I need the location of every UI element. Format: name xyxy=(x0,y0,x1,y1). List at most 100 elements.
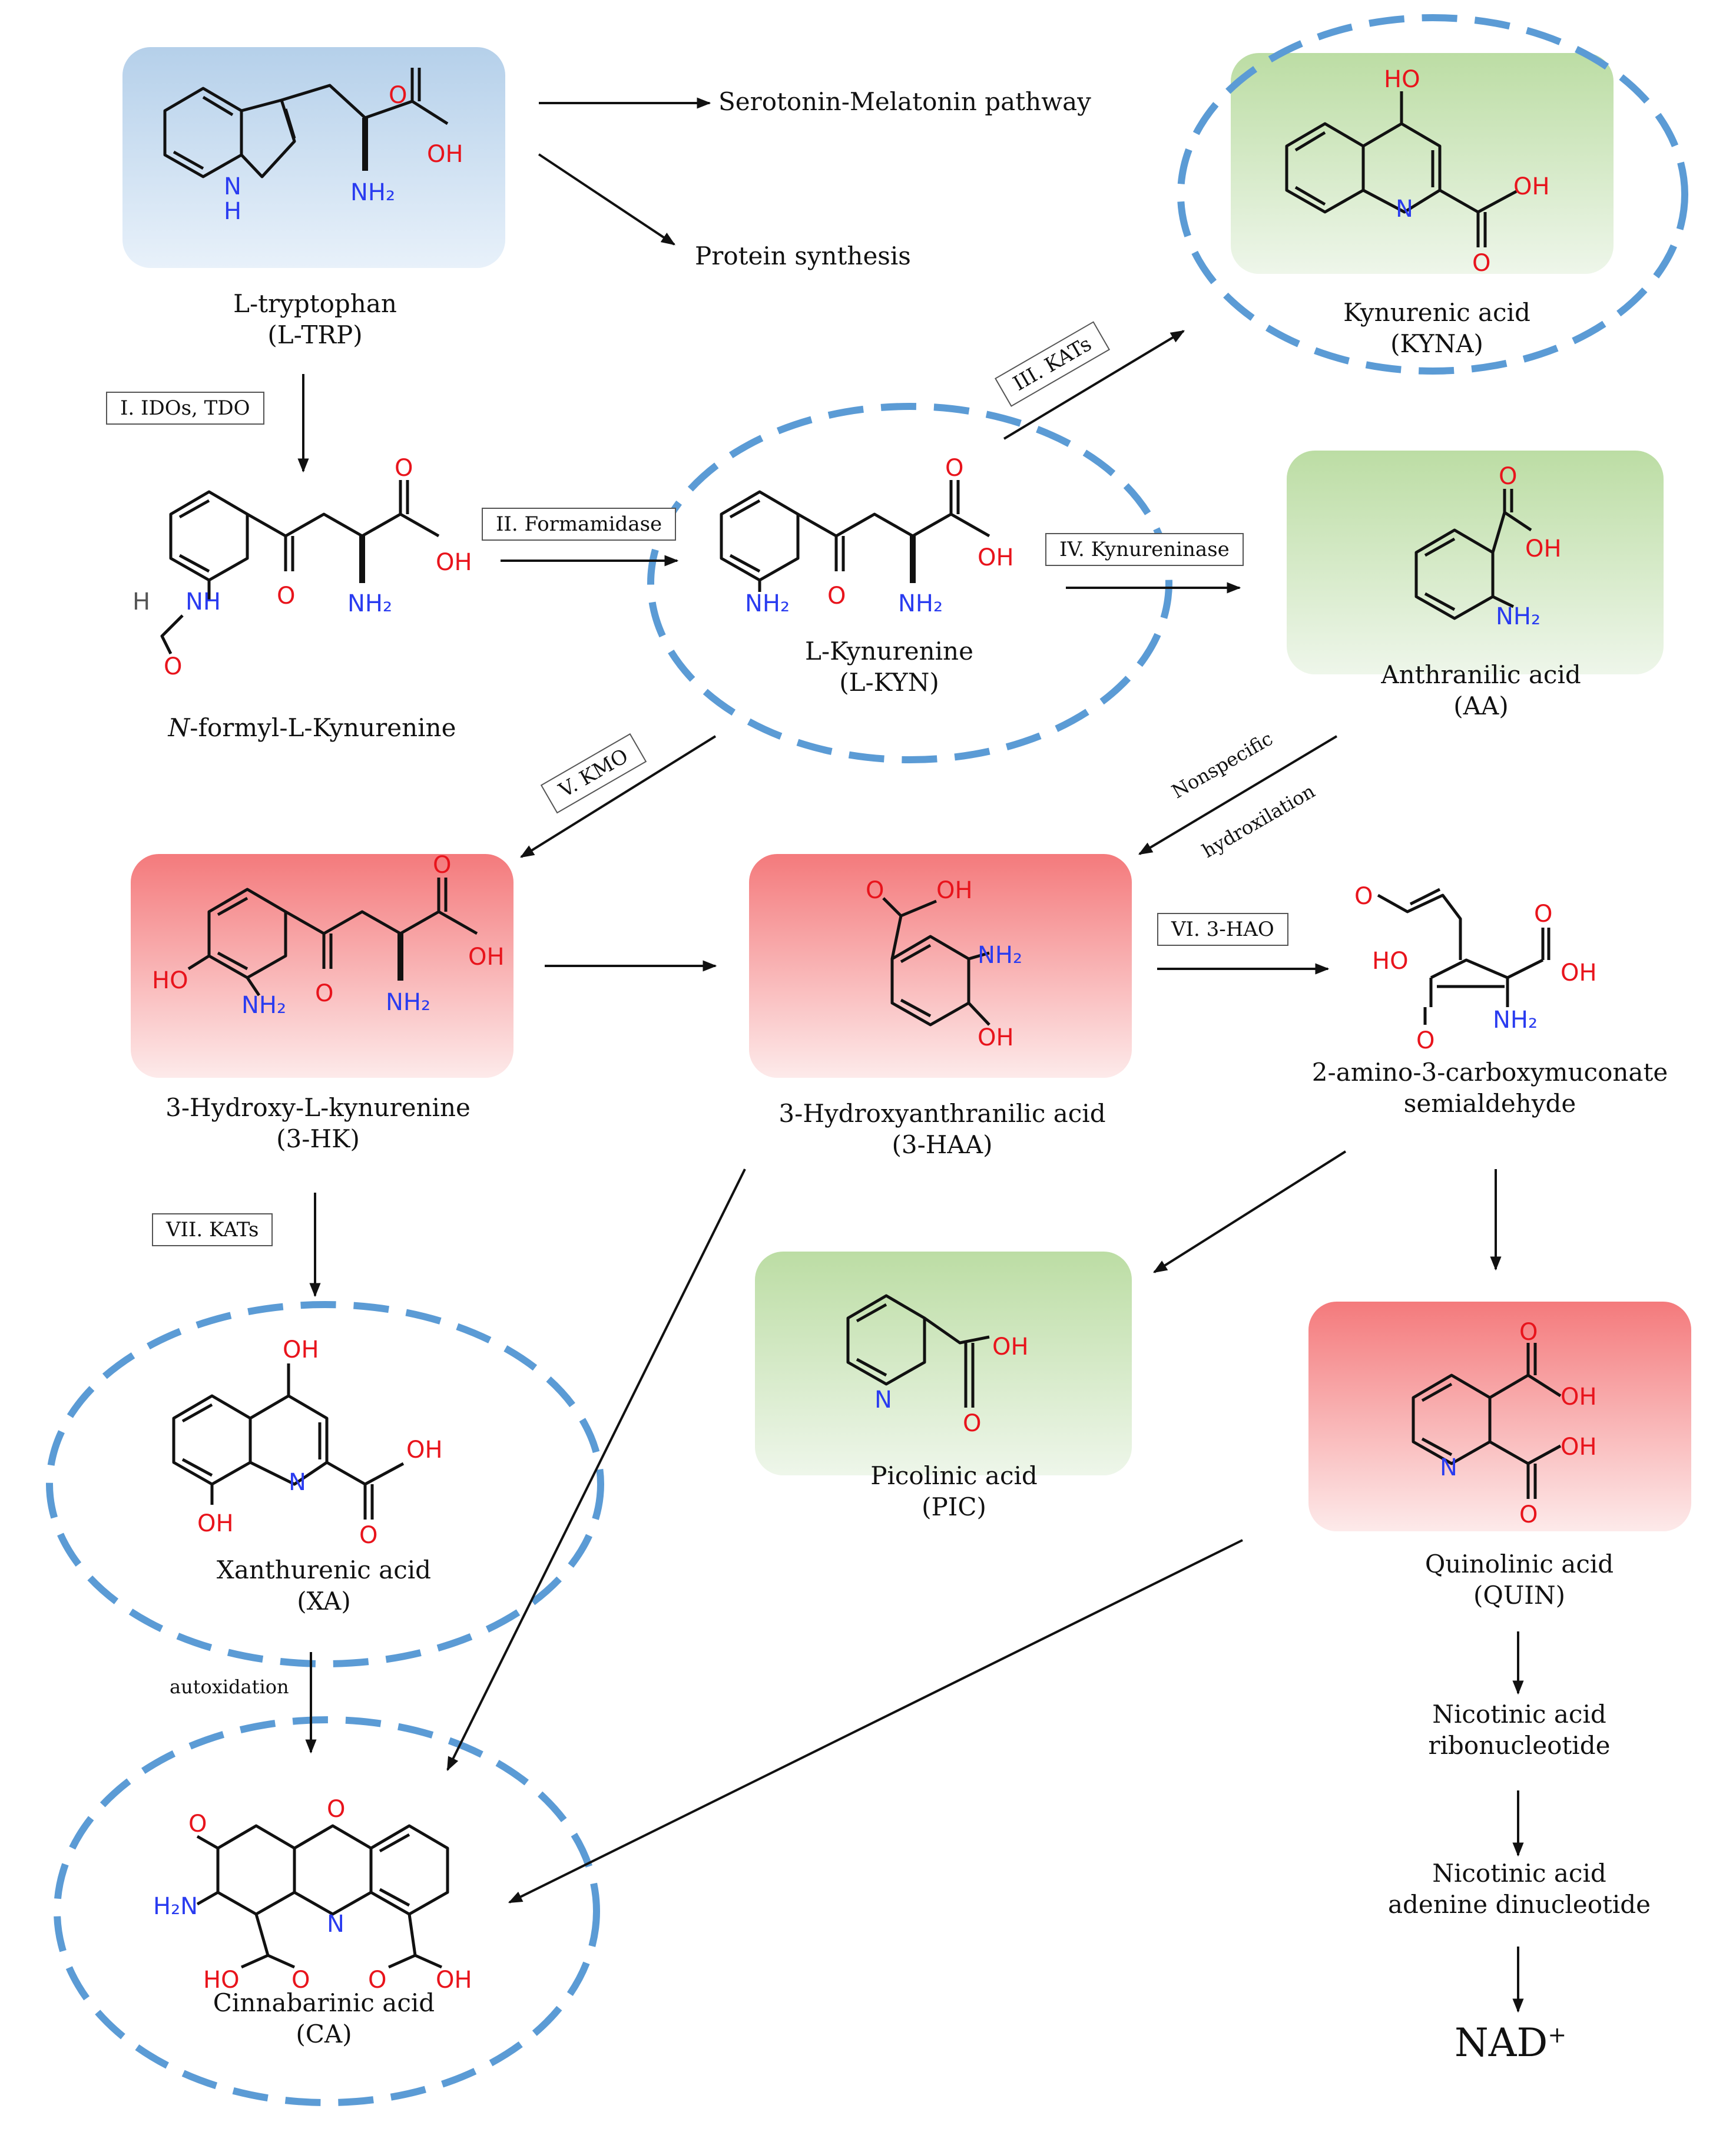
svg-text:OH: OH xyxy=(1561,1383,1597,1411)
nfk-label: N-formyl-L-Kynurenine xyxy=(168,713,456,742)
haa-label: 3-Hydroxyanthranilic acid(3-HAA) xyxy=(778,1099,1106,1159)
svg-text:NH₂: NH₂ xyxy=(347,590,392,617)
hk-label: 3-Hydroxy-L-kynurenine(3-HK) xyxy=(165,1093,471,1153)
ca-label: Cinnabarinic acid(CA) xyxy=(213,1988,435,2048)
svg-text:O: O xyxy=(1499,463,1517,490)
kyn-dashed-circle xyxy=(647,403,1172,763)
svg-text:NH₂: NH₂ xyxy=(745,590,790,617)
arrow-to-protein xyxy=(538,153,675,246)
kyna-box xyxy=(1231,53,1614,274)
quin-label: Quinolinic acid(QUIN) xyxy=(1424,1550,1614,1610)
svg-text:O: O xyxy=(827,582,846,610)
pic-box xyxy=(755,1252,1132,1475)
svg-text:N: N xyxy=(1440,1454,1457,1481)
kyna-structure xyxy=(1285,91,1518,247)
svg-text:OH: OH xyxy=(992,1333,1029,1361)
enzyme-box-1: I. IDOs, TDO xyxy=(106,392,264,425)
svg-text:OH: OH xyxy=(1561,959,1597,987)
quin-box xyxy=(1308,1302,1691,1531)
svg-text:OH: OH xyxy=(1561,1434,1597,1461)
svg-text:O: O xyxy=(164,653,182,680)
svg-text:HO: HO xyxy=(152,967,188,994)
svg-text:O: O xyxy=(291,1967,310,1994)
svg-text:OH: OH xyxy=(978,544,1014,571)
svg-text:O: O xyxy=(1472,250,1490,277)
arrow-kyn-kyna xyxy=(1003,330,1185,440)
svg-text:O: O xyxy=(277,582,295,610)
hk-box xyxy=(131,854,513,1078)
arrow-aa-haa xyxy=(1138,735,1338,855)
svg-text:OH: OH xyxy=(1525,535,1562,562)
pic-structure xyxy=(846,1294,990,1408)
trp-structure xyxy=(163,68,449,178)
kyna-label: Kynurenic acid(KYNA) xyxy=(1343,298,1530,358)
svg-text:O: O xyxy=(963,1410,981,1437)
svg-text:OH: OH xyxy=(468,944,505,971)
svg-text:OH: OH xyxy=(283,1336,319,1363)
trp-label: L-tryptophan(L-TRP) xyxy=(233,289,397,349)
enzyme-box-2: II. Formamidase xyxy=(482,508,677,541)
arrow-haa-ca xyxy=(446,1169,746,1772)
svg-text:NH₂: NH₂ xyxy=(1493,1007,1538,1034)
quin-structure xyxy=(1412,1343,1562,1499)
autoxidation-label: autoxidation xyxy=(170,1676,289,1698)
svg-text:O: O xyxy=(1416,1027,1434,1054)
svg-text:H: H xyxy=(132,588,150,615)
svg-text:H: H xyxy=(224,198,241,225)
svg-text:OH: OH xyxy=(427,141,463,168)
kyn-structure xyxy=(720,480,990,592)
svg-text:OH: OH xyxy=(197,1510,234,1537)
svg-text:OH: OH xyxy=(436,549,472,576)
xa-dashed-circle xyxy=(46,1301,604,1667)
svg-text:HO: HO xyxy=(203,1967,240,1994)
svg-text:O: O xyxy=(1354,883,1373,910)
svg-text:NH₂: NH₂ xyxy=(241,992,286,1019)
svg-text:O: O xyxy=(1534,901,1552,928)
svg-text:NH₂: NH₂ xyxy=(1496,603,1540,630)
aa-label: Anthranilic acid(AA) xyxy=(1381,660,1581,720)
svg-text:O: O xyxy=(1519,1319,1538,1346)
enzyme-box-4: IV. Kynureninase xyxy=(1045,533,1244,566)
svg-text:OH: OH xyxy=(978,1024,1014,1051)
haa-structure xyxy=(882,897,990,1027)
svg-text:H₂N: H₂N xyxy=(153,1893,198,1920)
xa-structure xyxy=(172,1363,405,1520)
acms-structure xyxy=(1377,888,1551,1025)
svg-text:NH₂: NH₂ xyxy=(978,942,1022,969)
arrow-acms-pic xyxy=(1152,1150,1347,1273)
svg-text:O: O xyxy=(327,1796,345,1823)
ca-structure xyxy=(196,1824,449,1969)
svg-text:HO: HO xyxy=(1372,948,1409,975)
aa-structure xyxy=(1414,489,1532,620)
svg-text:OH: OH xyxy=(436,1967,472,1994)
svg-text:O: O xyxy=(188,1810,207,1838)
nad-label: NAD+ xyxy=(1455,2020,1567,2066)
svg-text:O: O xyxy=(1519,1501,1538,1528)
arrow-kyn-hk xyxy=(519,735,717,858)
arrow-quin-ca xyxy=(508,1539,1243,1904)
svg-text:O: O xyxy=(945,455,963,482)
svg-text:N: N xyxy=(1396,196,1413,223)
haa-box xyxy=(749,854,1132,1078)
svg-text:N: N xyxy=(289,1469,306,1496)
serotonin-pathway-label: Serotonin-Melatonin pathway xyxy=(718,87,1091,116)
atom-labels: N H O OH NH₂ HO N OH O O OH O NH₂ NH H O… xyxy=(132,66,1597,1994)
svg-text:OH: OH xyxy=(936,877,973,904)
svg-text:N: N xyxy=(874,1386,892,1414)
pic-label: Picolinic acid(PIC) xyxy=(870,1461,1038,1521)
svg-text:NH₂: NH₂ xyxy=(350,179,395,206)
aa-box xyxy=(1287,451,1664,674)
svg-text:N: N xyxy=(327,1911,344,1938)
svg-text:N: N xyxy=(224,173,241,200)
svg-text:O: O xyxy=(866,877,884,904)
ca-dashed-circle xyxy=(54,1716,600,2106)
svg-text:NH: NH xyxy=(185,588,221,615)
svg-text:O: O xyxy=(389,82,407,109)
svg-text:OH: OH xyxy=(1513,173,1550,200)
kyn-label: L-Kynurenine(L-KYN) xyxy=(805,637,973,697)
svg-text:O: O xyxy=(315,980,333,1007)
